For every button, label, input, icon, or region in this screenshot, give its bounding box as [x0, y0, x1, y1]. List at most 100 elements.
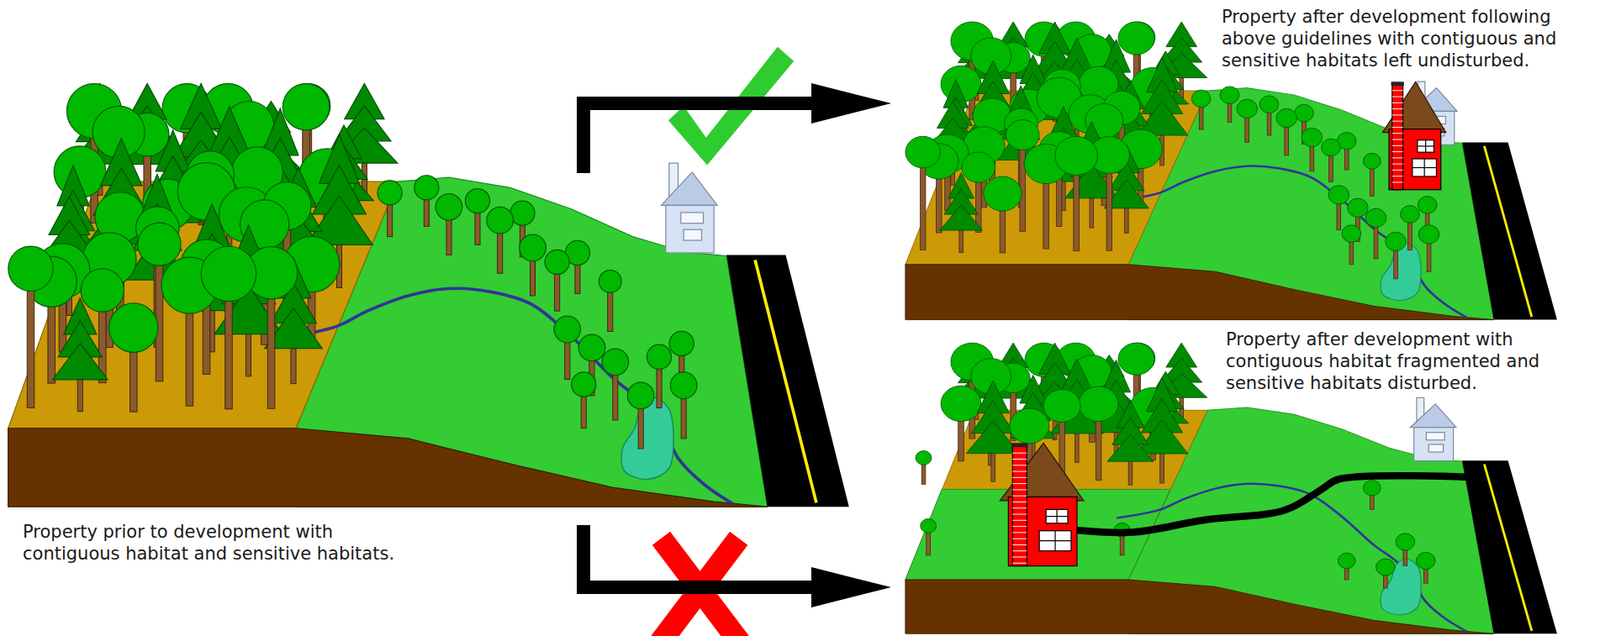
chimney-brick [1012, 507, 1027, 509]
road [1462, 460, 1558, 634]
tree-canopy [915, 451, 932, 466]
tree-canopy [1341, 225, 1362, 243]
tree-canopy [109, 303, 159, 353]
house-chimney [1012, 445, 1027, 566]
tree-canopy [1078, 386, 1119, 423]
chimney-brick [1012, 557, 1027, 559]
tree-canopy [1347, 198, 1368, 217]
chimney-brick [1392, 114, 1404, 116]
tree-canopy [1276, 108, 1297, 127]
chimney-brick [1392, 163, 1404, 165]
tree-canopy [137, 222, 181, 266]
tree-canopy [670, 372, 698, 400]
chimney-brick [1012, 520, 1027, 522]
planned-house [1409, 397, 1457, 461]
tree-canopy [920, 518, 937, 534]
tree-canopy [1395, 533, 1416, 551]
chimney-brick [1012, 471, 1027, 473]
house-window [1045, 509, 1068, 523]
tree-canopy [578, 334, 606, 362]
chimney-brick [1012, 532, 1027, 534]
stream [280, 288, 734, 504]
chimney-brick [1392, 102, 1404, 104]
house-window [1428, 444, 1443, 453]
tree-canopy [1418, 225, 1439, 244]
tree-canopy [1400, 205, 1421, 224]
tree-canopy [554, 316, 581, 344]
arrow-head [811, 567, 892, 608]
tree-canopy [377, 180, 402, 206]
tree-canopy [646, 344, 671, 370]
road-stripe [1483, 464, 1532, 631]
chimney-cap [1391, 81, 1405, 86]
tree-canopy [1191, 89, 1211, 108]
road-stripe [1483, 146, 1532, 317]
illustration-root [8, 21, 1558, 636]
tree-canopy [80, 269, 124, 312]
house-chimney [1392, 84, 1404, 191]
window-mullion [1039, 540, 1072, 542]
chimney-brick [1392, 169, 1404, 171]
chimney-brick [1392, 145, 1404, 147]
chimney-brick [1012, 496, 1027, 497]
tree-canopy [1385, 232, 1406, 251]
window-mullion [1412, 167, 1437, 169]
house-roof [660, 172, 718, 206]
house-window [1412, 158, 1437, 177]
tree-canopy [1259, 95, 1279, 114]
house-roof [1409, 404, 1457, 428]
tree-canopy [627, 382, 655, 410]
tree-canopy [1362, 480, 1381, 497]
tree-canopy [961, 152, 996, 183]
arrow-shaft [583, 525, 841, 588]
chimney-brick [1012, 550, 1027, 552]
panel-caption: Property prior to development with conti… [22, 521, 418, 566]
tree-canopy [1362, 153, 1381, 169]
arrow-shaft [583, 103, 841, 174]
tree-canopy [282, 84, 329, 131]
tree-canopy [1118, 21, 1155, 55]
house-window [683, 229, 702, 241]
house-wall [665, 205, 714, 254]
chimney-brick [1012, 453, 1027, 455]
planned-house [660, 163, 718, 254]
chimney-brick [1012, 526, 1027, 528]
chimney-brick [1392, 157, 1404, 159]
flow-arrow [583, 525, 892, 608]
rejection-x [660, 538, 739, 636]
chimney-brick [1392, 132, 1404, 134]
house-window [681, 212, 704, 224]
chimney-brick [1392, 108, 1404, 110]
arrow-head [811, 83, 892, 124]
panel-caption: Property after development with contiguo… [1225, 328, 1588, 395]
driveway [1076, 475, 1469, 534]
tree-canopy [1376, 559, 1396, 576]
wetland-pond [1380, 242, 1421, 301]
tree-canopy [1118, 343, 1155, 375]
window-mullion [1417, 145, 1435, 147]
chimney-brick [1012, 538, 1027, 540]
tree-canopy [486, 206, 514, 234]
road-stripe [755, 259, 817, 503]
panel-caption: Property after development following abo… [1221, 5, 1592, 72]
chimney-brick [1392, 126, 1404, 128]
tree-canopy [464, 189, 490, 214]
tree-canopy [1043, 389, 1081, 423]
tree-canopy [1417, 196, 1437, 215]
forest [8, 84, 698, 449]
chimney-brick [1392, 139, 1404, 141]
built-house [1382, 81, 1446, 190]
illustration-panel: Property after development following abo… [891, 16, 1564, 324]
tree-canopy [1055, 136, 1099, 175]
chimney-brick [1012, 483, 1027, 485]
illustration-panel: Property after development with contiguo… [891, 336, 1564, 636]
tree-canopy [519, 234, 547, 262]
tree-canopy [983, 176, 1022, 212]
tree-canopy [1236, 99, 1257, 118]
chimney-brick [1012, 514, 1027, 516]
road [726, 254, 850, 507]
house-wall [1414, 427, 1454, 462]
chimney-brick [1392, 89, 1404, 91]
illustration-panel: Property prior to development with conti… [5, 173, 847, 526]
